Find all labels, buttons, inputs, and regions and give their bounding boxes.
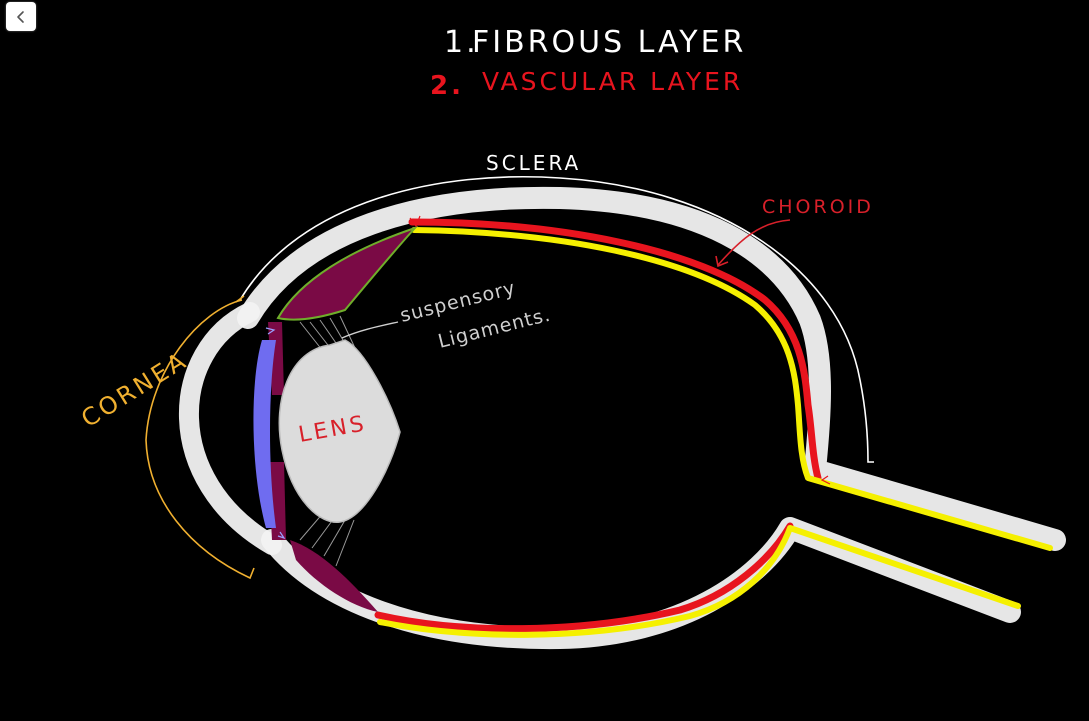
heading-fibrous-number: 1.: [444, 25, 479, 60]
heading-vascular-text: VASCULAR LAYER: [482, 67, 743, 96]
small-arrow-marks: [265, 327, 286, 540]
label-sclera: SCLERA: [486, 151, 581, 175]
back-button[interactable]: [6, 2, 36, 31]
suspensory-pointer: [341, 321, 399, 339]
cornea-bracket: [145, 299, 255, 580]
label-choroid: CHOROID: [762, 196, 874, 218]
chevron-left-icon: [17, 10, 24, 23]
choroid-layer: [374, 218, 822, 633]
heading-vascular-number: 2.: [430, 71, 464, 101]
heading-fibrous-text: FIBROUS LAYER: [472, 25, 746, 60]
choroid-pointer-head: [715, 255, 729, 268]
iris-purple: [253, 340, 276, 528]
choroid-pointer: [717, 219, 791, 266]
lens: [278, 339, 401, 523]
cornea-tick: [235, 295, 245, 303]
sclera-bracket: [239, 175, 874, 463]
choroid-arrow-marks: [409, 215, 831, 485]
label-cornea: CORNEA: [76, 346, 192, 433]
retina-layer: [377, 227, 1053, 638]
